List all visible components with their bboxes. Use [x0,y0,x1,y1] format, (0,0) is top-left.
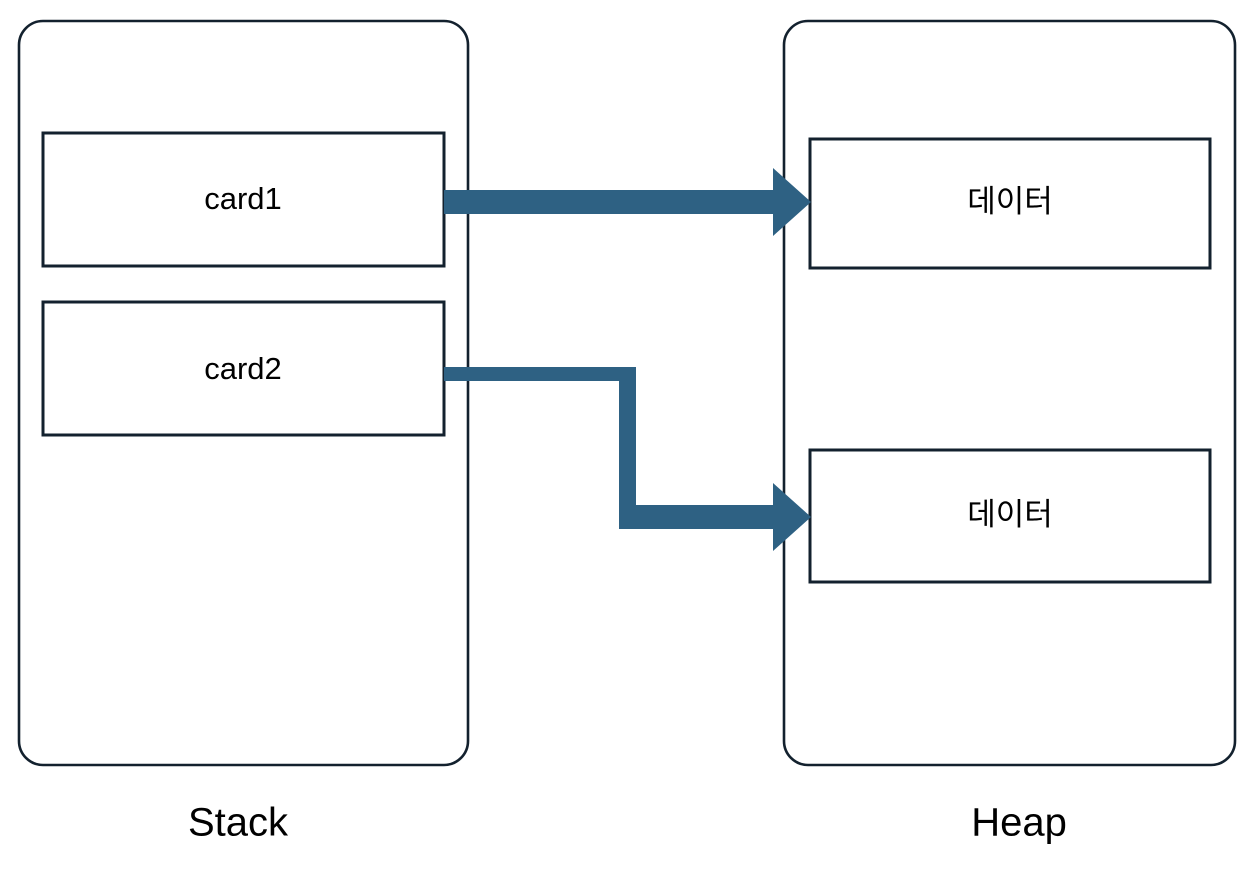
heap-region-caption: Heap [971,801,1067,845]
connector-card2-to-data2-arrow [444,367,811,551]
stack-region-caption: Stack [188,801,289,845]
heap-region-container [782,19,1237,767]
stack-slot-card2-label: card2 [204,351,282,386]
stack-slot-card1-label: card1 [204,181,282,216]
heap-slot-data-2-label: 데이터 [967,497,1053,532]
connector-card1-to-data1-arrow [444,168,811,236]
heap-slot-data-1-label: 데이터 [967,184,1053,219]
heap-slot-data-1[interactable] [808,137,1212,270]
stack-slot-card2[interactable] [41,300,446,437]
stack-slot-card1[interactable] [41,131,446,268]
heap-slot-data-2[interactable] [808,448,1212,584]
